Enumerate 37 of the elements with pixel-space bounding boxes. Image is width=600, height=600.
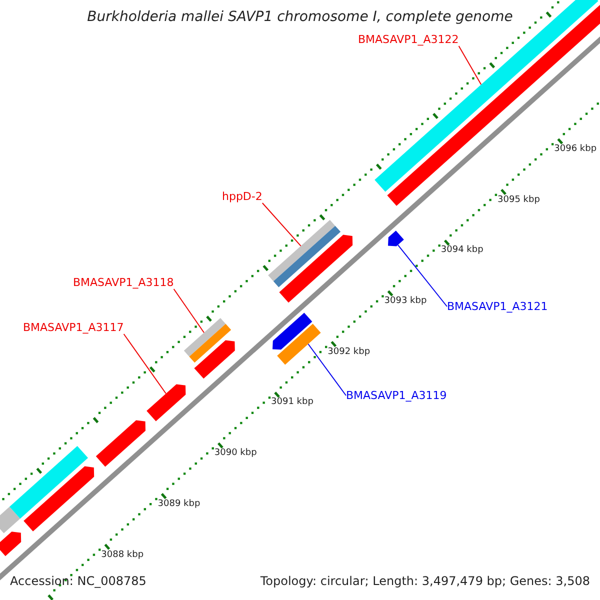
scale-label: 3091 kbp [271, 397, 314, 408]
feature-bar [0, 506, 20, 534]
gene-block [388, 230, 404, 246]
gene-label: BMASAVP1_A3119 [346, 389, 447, 402]
gene-label: BMASAVP1_A3118 [73, 276, 174, 289]
gene-label: BMASAVP1_A3117 [23, 321, 124, 334]
leader-line [397, 244, 448, 307]
feature-bar [268, 220, 341, 288]
scale-label: 3089 kbp [158, 498, 200, 509]
feature-bar [184, 318, 232, 363]
leader-line [308, 344, 346, 396]
feature-bar [277, 324, 321, 365]
gene-block [279, 234, 353, 303]
gene-label: BMASAVP1_A3121 [447, 300, 548, 313]
leader-line [262, 202, 302, 246]
scale-label: 3088 kbp [101, 550, 144, 560]
scale-label: 3092 kbp [328, 346, 370, 357]
gene-block [96, 420, 146, 467]
scale-label: 3093 kbp [384, 296, 427, 306]
title: Burkholderia mallei SAVP1 chromosome I, complete genome [87, 9, 513, 25]
scale-label: 3095 kbp [498, 194, 540, 205]
feature-bar [10, 446, 88, 519]
scale-label: 3096 kbp [554, 144, 597, 154]
accession-text: Accession: NC_008785 [10, 574, 146, 588]
gene-block [194, 340, 235, 379]
genome-info-text: Topology: circular; Length: 3,497,479 bp; Genes: 3,508 [260, 574, 590, 588]
gene-block [24, 466, 94, 532]
leader-line [458, 46, 482, 85]
scale-label: 3094 kbp [440, 245, 484, 256]
gene-label: hppD-2 [222, 190, 262, 203]
scale-label: 3090 kbp [214, 448, 257, 458]
leader-line [173, 288, 204, 334]
gene-block [272, 312, 312, 350]
gene-label: BMASAVP1_A3122 [358, 33, 459, 46]
leader-line [123, 334, 166, 394]
gene-block [146, 384, 186, 422]
gene-block [0, 532, 22, 556]
